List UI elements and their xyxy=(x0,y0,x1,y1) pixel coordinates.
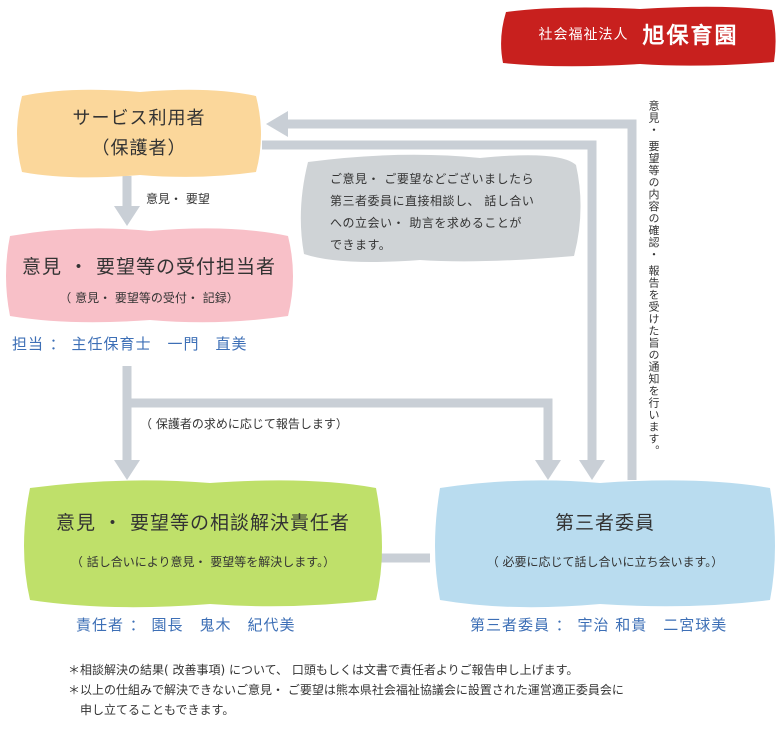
arrow-head-user xyxy=(266,111,288,137)
user-label: サービス利用者 xyxy=(72,108,206,129)
resolver-cloud xyxy=(24,480,382,608)
connectors xyxy=(122,119,637,563)
organization-subtitle: 社会福祉法人 xyxy=(538,27,629,43)
arrow-head-third-left xyxy=(535,460,561,480)
arrow-head-third-right xyxy=(579,460,605,480)
footnote: ＊相談解決の結果( 改善事項) について、 口頭もしくは文書で責任者よりご報告申… xyxy=(68,663,579,677)
advice-line: 第三者委員に直接相談し、 話し合い xyxy=(330,194,535,208)
third-person: 第三者委員 ： 宇治 和貴 二宮球美 xyxy=(470,616,728,634)
advice-line: への立会い・ 助言を求めることが xyxy=(330,216,522,230)
third-cloud xyxy=(435,480,775,608)
third-node: 第三者委員 （ 必要に応じて話し合いに立ち会います。） xyxy=(440,508,770,570)
footnotes: ＊相談解決の結果( 改善事項) について、 口頭もしくは文書で責任者よりご報告申… xyxy=(68,660,768,720)
organization-name: 旭保育園 xyxy=(642,24,739,49)
organization-title: 社会福祉法人 旭保育園 xyxy=(501,7,776,61)
organization-badge xyxy=(501,6,776,67)
receiver-node: 意見 ・ 要望等の受付担当者 （ 意見・ 要望等の受付・ 記録） xyxy=(10,252,288,306)
confirmation-vertical-text: 意見・ 要望等の内容の確認・ 報告を受けた旨の通知を行います。 xyxy=(647,100,660,457)
arrow-heads xyxy=(114,111,605,480)
resolver-node: 意見 ・ 要望等の相談解決責任者 （ 話し合いにより意見・ 要望等を解決します。… xyxy=(30,508,376,570)
arrow-head-receiver xyxy=(114,206,140,226)
report-on-request-label: （ 保護者の求めに応じて報告します） xyxy=(140,417,348,431)
user-node: サービス利用者 （保護者） xyxy=(22,104,256,164)
resolver-subtitle: （ 話し合いにより意見・ 要望等を解決します。） xyxy=(70,555,336,569)
arrow-head-resolver xyxy=(114,460,140,480)
footnote: ＊以上の仕組みで解決できないご意見・ ご要望は熊本県社会福祉協議会に設置された運… xyxy=(68,683,624,697)
advice-line: できます。 xyxy=(330,238,392,252)
resolver-person: 責任者 ： 園長 鬼木 紀代美 xyxy=(76,616,296,634)
user-cloud xyxy=(17,89,261,178)
resolver-title: 意見 ・ 要望等の相談解決責任者 xyxy=(55,512,351,534)
receiver-subtitle: （ 意見・ 要望等の受付・ 記録） xyxy=(59,291,239,305)
user-sublabel: （保護者） xyxy=(91,138,187,159)
footnote: 申し立てることもできます。 xyxy=(80,703,235,717)
advice-text: ご意見・ ご要望などございましたら 第三者委員に直接相談し、 話し合い への立会… xyxy=(330,168,570,256)
receiver-person: 担当 ： 主任保育士 一門 直美 xyxy=(12,335,248,353)
advice-line: ご意見・ ご要望などございましたら xyxy=(330,172,534,186)
opinion-request-label: 意見・ 要望 xyxy=(146,192,210,206)
receiver-cloud xyxy=(6,228,293,323)
third-title: 第三者委員 xyxy=(554,512,655,534)
advice-cloud xyxy=(300,154,581,262)
receiver-title: 意見 ・ 要望等の受付担当者 xyxy=(21,256,277,278)
third-subtitle: （ 必要に応じて話し合いに立ち会います。） xyxy=(486,555,724,569)
